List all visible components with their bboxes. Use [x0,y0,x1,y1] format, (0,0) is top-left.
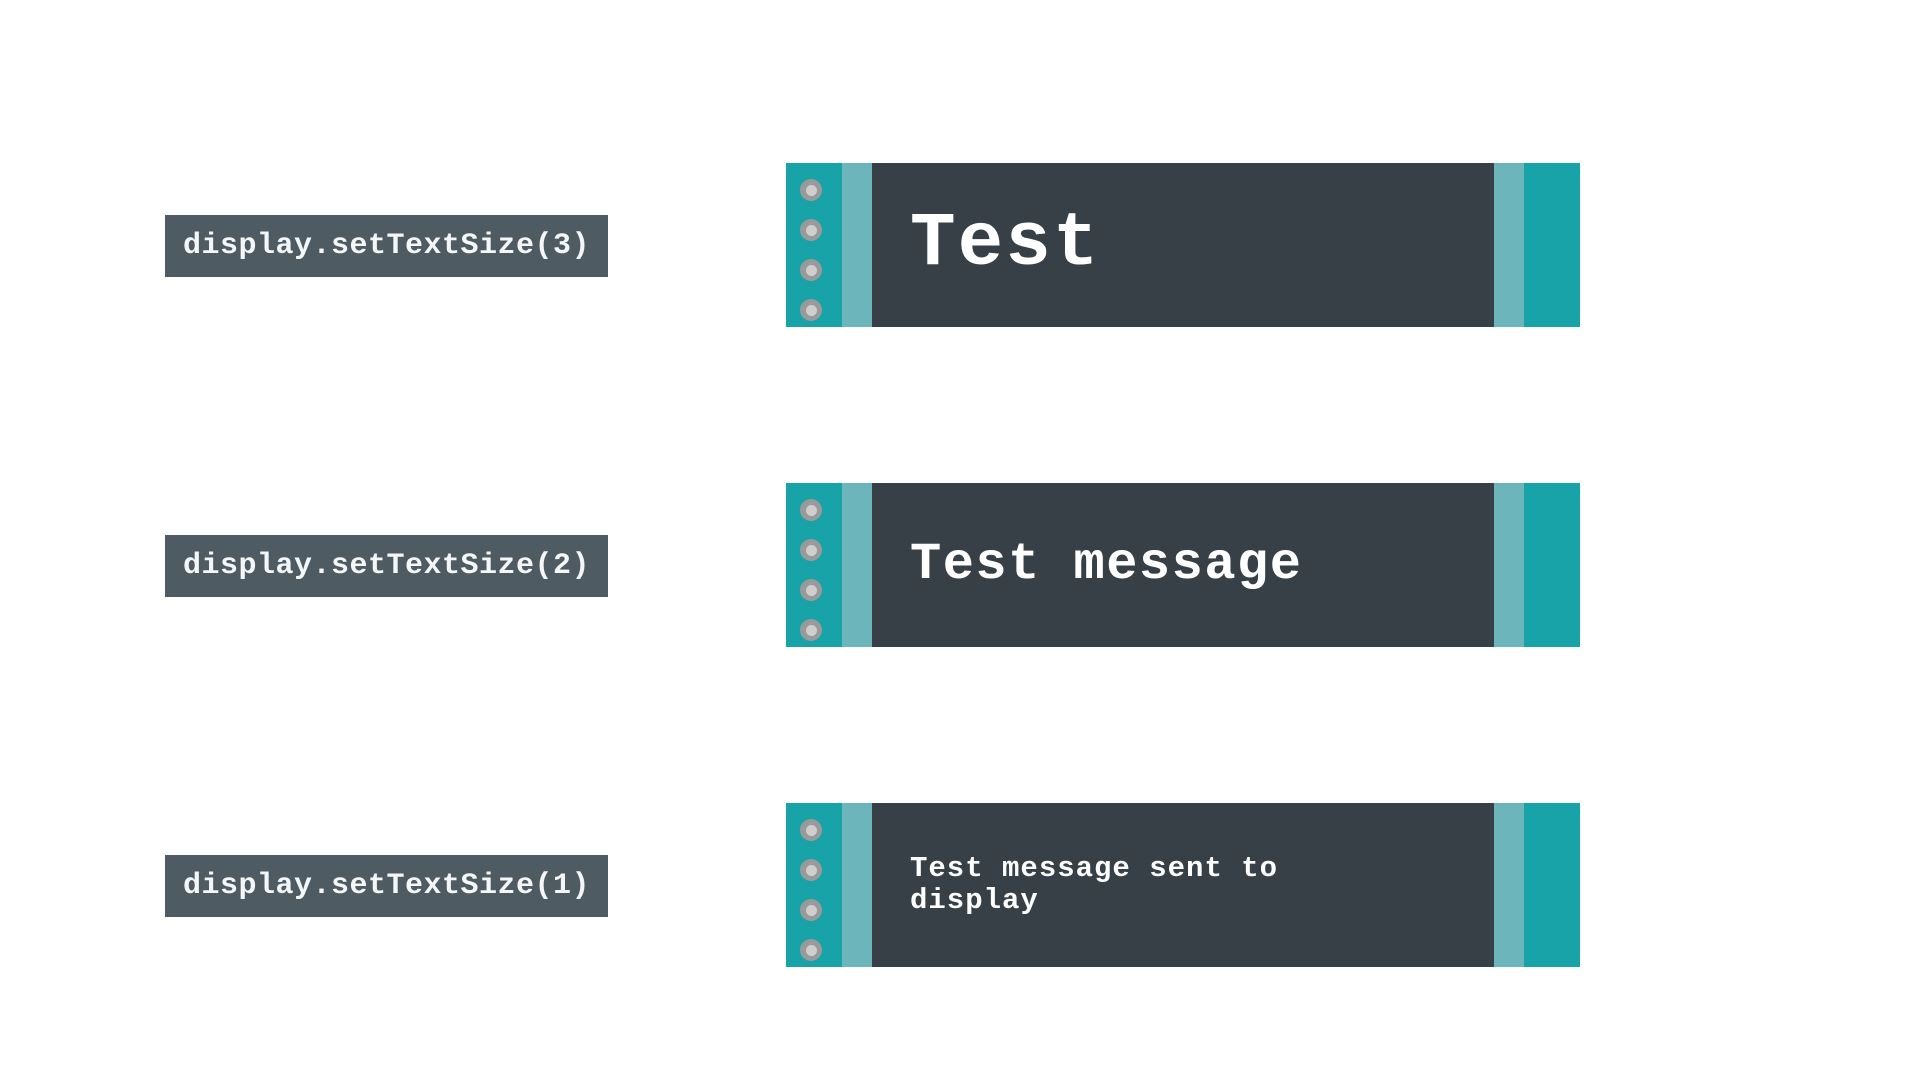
display-device: Test [786,163,1580,327]
pin-hole-icon [800,219,822,241]
display-device: Test message [786,483,1580,647]
pin-hole-icon [800,179,822,201]
code-label-chip: display.setTextSize(2) [165,535,609,597]
device-right-rail [1524,483,1580,647]
device-right-rail [1524,163,1580,327]
pin-hole-icon [800,819,822,841]
device-screen-text: Test message [910,534,1303,594]
device-left-rail [786,483,842,647]
pin-hole-icon [800,499,822,521]
code-label-text: display.setTextSize(1) [183,869,591,903]
device-right-bezel [1494,163,1524,327]
device-left-bezel [842,483,872,647]
device-right-bezel [1494,803,1524,967]
device-screen: Test [872,163,1494,327]
code-label-text: display.setTextSize(3) [183,229,591,263]
device-right-bezel [1494,483,1524,647]
device-screen-text: Test message sent to display [910,851,1297,917]
device-screen: Test message sent to display [872,803,1494,967]
pin-hole-icon [800,619,822,641]
device-right-rail [1524,803,1580,967]
device-left-rail [786,803,842,967]
pin-hole-icon [800,539,822,561]
pin-hole-icon [800,899,822,921]
device-left-bezel [842,803,872,967]
device-left-bezel [842,163,872,327]
pin-hole-icon [800,939,822,961]
pin-hole-icon [800,579,822,601]
display-device: Test message sent to display [786,803,1580,967]
pin-hole-icon [800,259,822,281]
code-label-chip: display.setTextSize(1) [165,855,609,917]
device-screen-text: Test [910,201,1101,288]
pin-hole-icon [800,299,822,321]
pin-hole-icon [800,859,822,881]
code-label-chip: display.setTextSize(3) [165,215,609,277]
code-label-text: display.setTextSize(2) [183,549,591,583]
device-screen: Test message [872,483,1494,647]
device-left-rail [786,163,842,327]
